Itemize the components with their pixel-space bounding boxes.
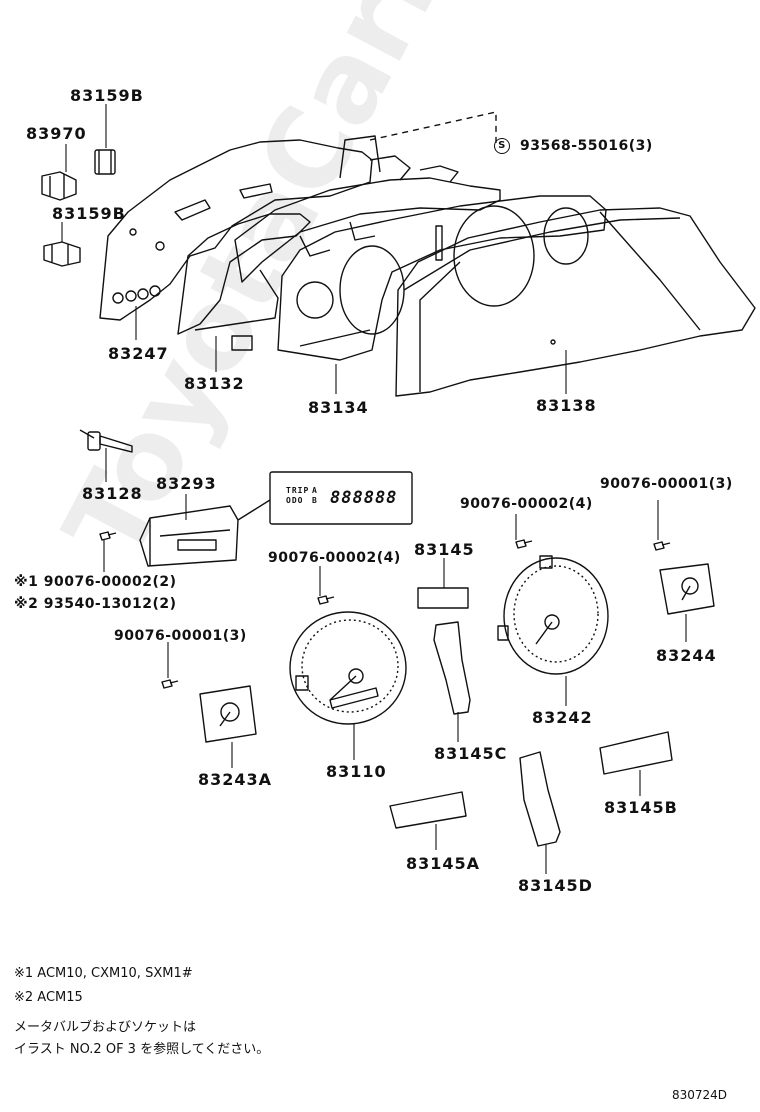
lcd-odo-label: ODO — [286, 496, 304, 505]
lcd-a-indicator: A — [312, 486, 318, 495]
label-83134: 83134 — [308, 398, 369, 417]
lcd-trip-label: TRIP — [286, 486, 310, 495]
figure-id: 830724D — [672, 1088, 728, 1102]
circuit-board — [234, 135, 501, 283]
label-90076-00002-right: 90076-00002(4) — [460, 496, 593, 512]
label-83138: 83138 — [536, 396, 597, 415]
part-83134-dial-plate — [277, 195, 607, 361]
label-83145A: 83145A — [406, 854, 481, 873]
label-83293: 83293 — [156, 474, 217, 493]
part-83128-knob — [79, 429, 133, 453]
lcd-b-indicator: B — [312, 496, 318, 505]
label-90076-00002-center: 90076-00002(4) — [268, 550, 401, 566]
label-83145B: 83145B — [604, 798, 678, 817]
footnote-1: ※1 ACM10, CXM10, SXM1# — [14, 966, 193, 981]
part-83145A-piece — [389, 791, 467, 829]
part-83145-piece — [417, 587, 469, 609]
label-83970: 83970 — [26, 124, 87, 143]
label-note2-screw: ※2 93540-13012(2) — [14, 596, 177, 612]
label-83159B-bottom: 83159B — [52, 204, 126, 223]
part-83145B-piece — [599, 731, 673, 775]
label-83128: 83128 — [82, 484, 143, 503]
footnote-2: ※2 ACM15 — [14, 990, 83, 1005]
part-83970-socket — [41, 171, 77, 201]
screw-s-icon: S — [494, 138, 510, 154]
label-83244: 83244 — [656, 646, 717, 665]
label-83145D: 83145D — [518, 876, 593, 895]
lcd-digits: 888888 — [330, 488, 398, 508]
part-83145C-piece — [433, 621, 471, 715]
screw-icons — [99, 531, 671, 689]
part-83243A-gauge — [199, 685, 257, 743]
part-83293-display — [139, 471, 413, 567]
part-83242-tachometer — [497, 555, 609, 675]
part-83132-frame — [177, 213, 311, 351]
label-90076-00001-right: 90076-00001(3) — [600, 476, 733, 492]
part-83145D-piece — [519, 751, 561, 847]
part-83159B-socket-top — [94, 149, 116, 175]
part-83110-speedometer — [289, 611, 407, 725]
footnote-illustration-ref: イラスト NO.2 OF 3 を参照してください。 — [14, 1042, 270, 1057]
label-83242: 83242 — [532, 708, 593, 727]
label-83110: 83110 — [326, 762, 387, 781]
label-83247: 83247 — [108, 344, 169, 363]
label-83145: 83145 — [414, 540, 475, 559]
leader-lines — [61, 104, 687, 874]
label-note1-screw: ※1 90076-00002(2) — [14, 574, 177, 590]
label-83243A: 83243A — [198, 770, 273, 789]
part-83159B-socket-bottom — [43, 241, 81, 267]
label-83159B-top: 83159B — [70, 86, 144, 105]
label-83132: 83132 — [184, 374, 245, 393]
leader-dashed — [369, 111, 497, 148]
label-90076-00001-left: 90076-00001(3) — [114, 628, 247, 644]
label-83145C: 83145C — [434, 744, 508, 763]
part-83138-lens — [395, 207, 756, 397]
part-83244-gauge — [659, 563, 715, 615]
footnote-bulb-reference: メータバルブおよびソケットは — [14, 1020, 197, 1035]
